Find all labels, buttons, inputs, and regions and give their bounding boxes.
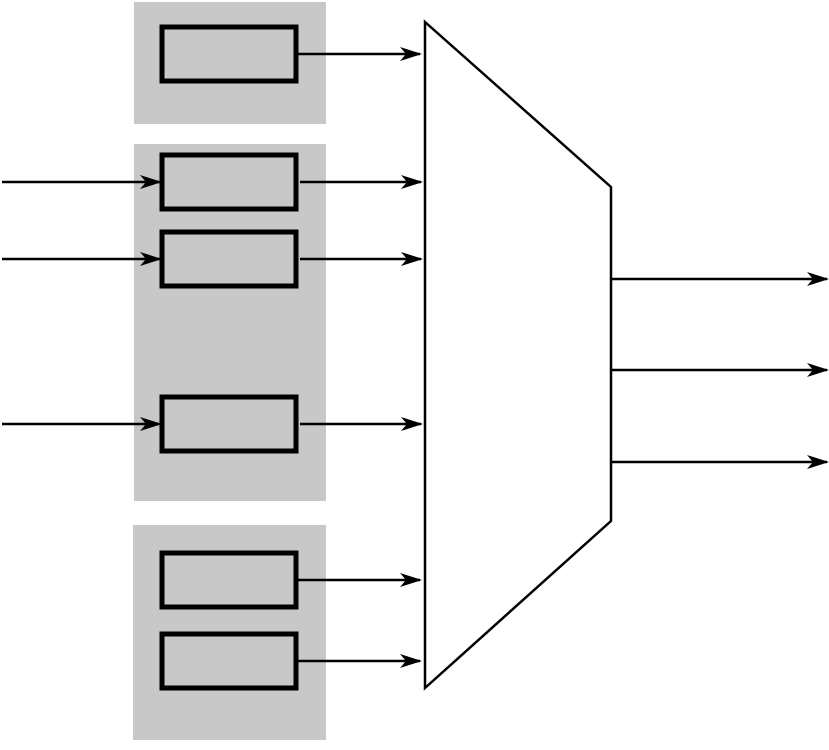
register-box [159, 24, 299, 84]
register-box [159, 394, 299, 454]
register-box [159, 631, 299, 691]
multiplexer-block [423, 19, 613, 691]
register-box [159, 152, 299, 212]
register-box [159, 550, 299, 610]
register-box [159, 229, 299, 289]
